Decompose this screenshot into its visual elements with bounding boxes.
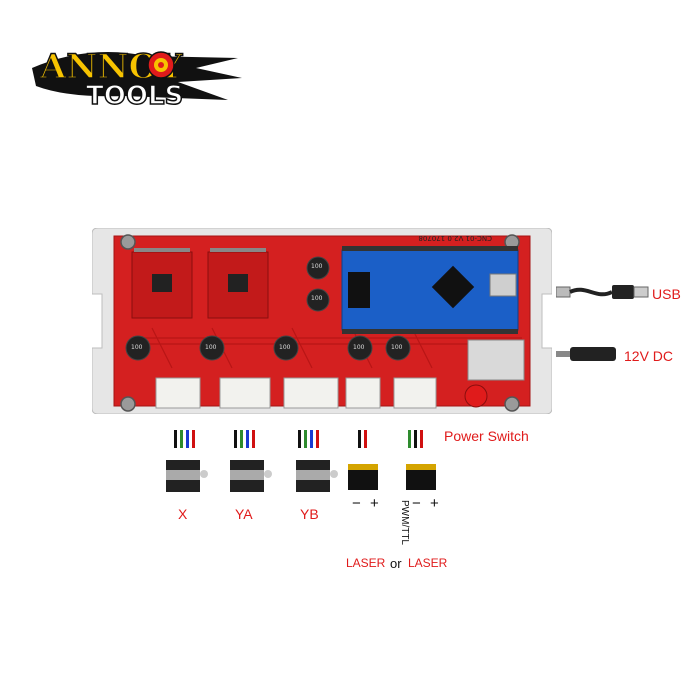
wire [186,430,189,448]
laser1-minus: − [352,495,361,512]
usb-label: USB [652,286,681,302]
pwm-label: PWM/TTL [399,500,410,545]
wire [298,430,301,448]
laser2-minus: − [412,495,421,512]
wire [192,430,195,448]
board-silkscreen: CNC-01 V2.0 170708 [418,234,492,242]
wire [414,430,417,448]
logo-graphic: ANNOY TOOLS [32,46,242,112]
or-label: or [390,556,402,571]
laser1-plus: + [370,495,379,512]
stepper-motor-yb [296,460,338,492]
label-ya: YA [235,506,253,522]
svg-text:100: 100 [311,295,323,302]
wire [364,430,367,448]
stepper-driver [207,248,269,319]
logo-line2: TOOLS [86,81,183,108]
wire [240,430,243,448]
arduino-nano [341,246,519,334]
stepper-motor-x [166,460,208,492]
wire [252,430,255,448]
dc-jack [467,339,525,381]
power-switch-button [464,384,488,408]
wire [310,430,313,448]
dc-label: 12V DC [624,348,674,364]
laser-label-left: LASER [346,556,386,570]
svg-text:100: 100 [391,344,403,351]
power-switch-label: Power Switch [444,428,529,444]
dc-plug [556,344,618,364]
wire [234,430,237,448]
wire [408,430,411,448]
svg-text:100: 100 [279,344,291,351]
laser-module-2 [406,464,436,490]
wire [246,430,249,448]
svg-text:100: 100 [353,344,365,351]
svg-text:100: 100 [205,344,217,351]
laser-module-1 [348,464,378,490]
controller-board: 100 100 100 100 100 100 100 CNC-01 V2.0 1707… [91,227,553,415]
wire [358,430,361,448]
laser2-plus: + [430,495,439,512]
laser-label-right: LASER [408,556,448,570]
wire [174,430,177,448]
wire [316,430,319,448]
stepper-motor-ya [230,460,272,492]
motor-connectors [155,377,437,409]
wire [420,430,423,448]
label-x: X [178,506,188,522]
wire [180,430,183,448]
usb-cable [555,280,650,304]
svg-text:100: 100 [131,344,143,351]
stepper-driver [131,248,193,319]
stepper-motors [160,452,460,502]
wire [304,430,307,448]
wire-sets [170,430,470,450]
brand-logo: ANNOY TOOLS [28,38,248,112]
svg-text:100: 100 [311,263,323,270]
label-yb: YB [300,506,319,522]
